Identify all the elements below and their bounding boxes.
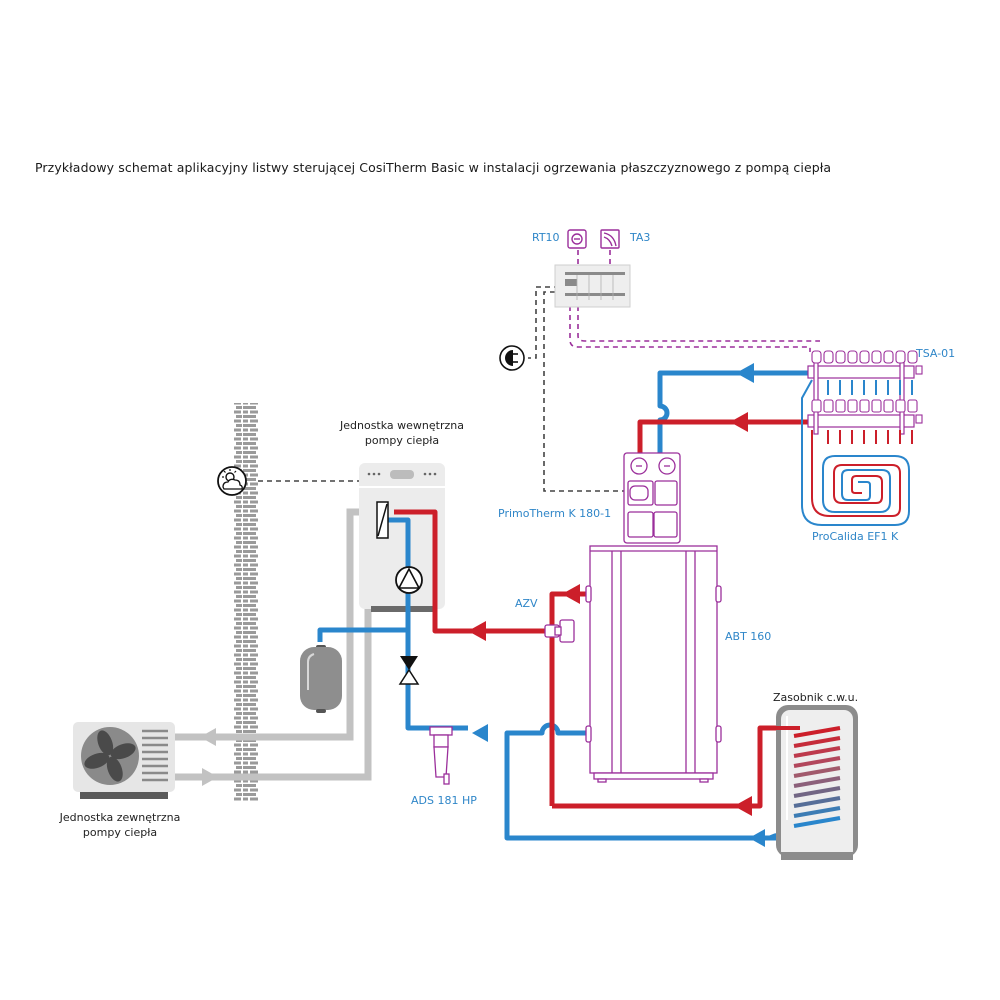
ads181-separator	[429, 726, 453, 785]
signal-wires-dark	[258, 286, 625, 492]
indoor-unit-label: Jednostka wewnętrzna pompy ciepła	[322, 418, 482, 448]
rt10-label: RT10	[532, 231, 560, 244]
signal-wires-purple	[569, 250, 820, 352]
refrigerant-arrow-out	[200, 728, 216, 746]
heat-exchanger-icon	[376, 501, 389, 539]
valve-icon	[398, 656, 420, 685]
procalida-label: ProCalida EF1 K	[812, 530, 899, 543]
supply-arrow-buffer	[562, 584, 580, 604]
indoor-unit	[359, 463, 445, 612]
wall	[234, 403, 258, 801]
abt160-label: ABT 160	[725, 630, 772, 643]
outdoor-unit-label: Jednostka zewnętrzna pompy ciepła	[40, 810, 200, 840]
return-arrow-dhw	[749, 829, 765, 847]
azv-valve	[544, 619, 575, 643]
abt160-buffer-tank	[585, 545, 722, 783]
supply-arrow-manifold	[730, 412, 748, 432]
azv-label: AZV	[515, 597, 538, 610]
diagram-title: Przykładowy schemat aplikacyjny listwy s…	[35, 160, 832, 175]
outdoor-unit	[73, 722, 175, 799]
refrigerant-arrow-in	[202, 768, 218, 786]
procalida-floor-loop	[801, 379, 910, 526]
supply-arrow-dhw	[734, 796, 752, 816]
tsa01-label: TSA-01	[916, 347, 956, 360]
return-arrow-manifold	[736, 363, 754, 383]
pump-icon	[395, 566, 423, 594]
outdoor-unit-label-line2: pompy ciepła	[82, 826, 158, 839]
supply-arrow-azv	[468, 621, 486, 641]
primotherm-module	[623, 452, 681, 544]
ads181-label: ADS 181 HP	[411, 794, 477, 807]
power-plug-icon	[499, 345, 525, 371]
return-arrow-ads	[472, 724, 488, 742]
ta3-label: TA3	[630, 231, 651, 244]
indoor-unit-label-line1: Jednostka wewnętrzna	[340, 419, 464, 432]
outdoor-sensor-icon	[600, 229, 620, 249]
outdoor-unit-label-line1: Jednostka zewnętrzna	[59, 811, 181, 824]
expansion-vessel-icon	[300, 645, 342, 713]
indoor-unit-label-line2: pompy ciepła	[364, 434, 440, 447]
weather-sensor-icon	[217, 466, 247, 496]
control-strip-icon	[554, 264, 631, 308]
primotherm-label: PrimoTherm K 180-1	[498, 507, 612, 520]
dhw-tank	[760, 705, 858, 860]
dhw-tank-label: Zasobnik c.w.u.	[773, 691, 859, 704]
tsa01-manifold	[807, 350, 923, 444]
room-thermostat-icon	[567, 229, 587, 249]
